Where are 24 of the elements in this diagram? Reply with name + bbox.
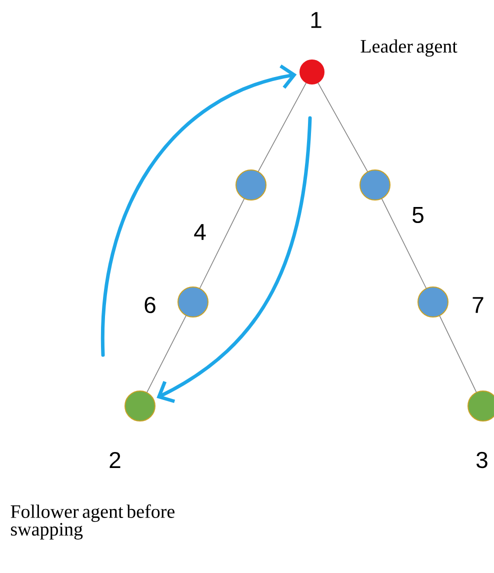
agent-node — [236, 170, 266, 200]
number-label: 4 — [194, 224, 206, 240]
agent-node — [418, 286, 448, 318]
number-label: 7 — [472, 297, 484, 313]
tree-link — [146, 315, 186, 393]
number-label: 2 — [110, 452, 120, 468]
tree-link — [199, 198, 245, 289]
agent-node — [178, 286, 208, 318]
swap-arrow — [156, 116, 312, 404]
agent-caption: Leader agent — [360, 39, 458, 57]
number-label: 3 — [476, 452, 488, 468]
tree-link — [318, 82, 368, 172]
tree-link — [258, 82, 306, 172]
tree-link — [381, 198, 427, 289]
agent-node — [360, 170, 390, 200]
number-label: 5 — [412, 206, 424, 224]
swap-arrow — [101, 64, 297, 357]
number-label: 6 — [144, 296, 156, 314]
agent-node — [468, 390, 494, 422]
agent-node — [300, 60, 324, 84]
agent-node — [124, 390, 156, 422]
agent-caption: Follower agent before swapping — [10, 504, 174, 540]
number-label: 1 — [311, 12, 322, 28]
tree-link — [439, 316, 477, 392]
